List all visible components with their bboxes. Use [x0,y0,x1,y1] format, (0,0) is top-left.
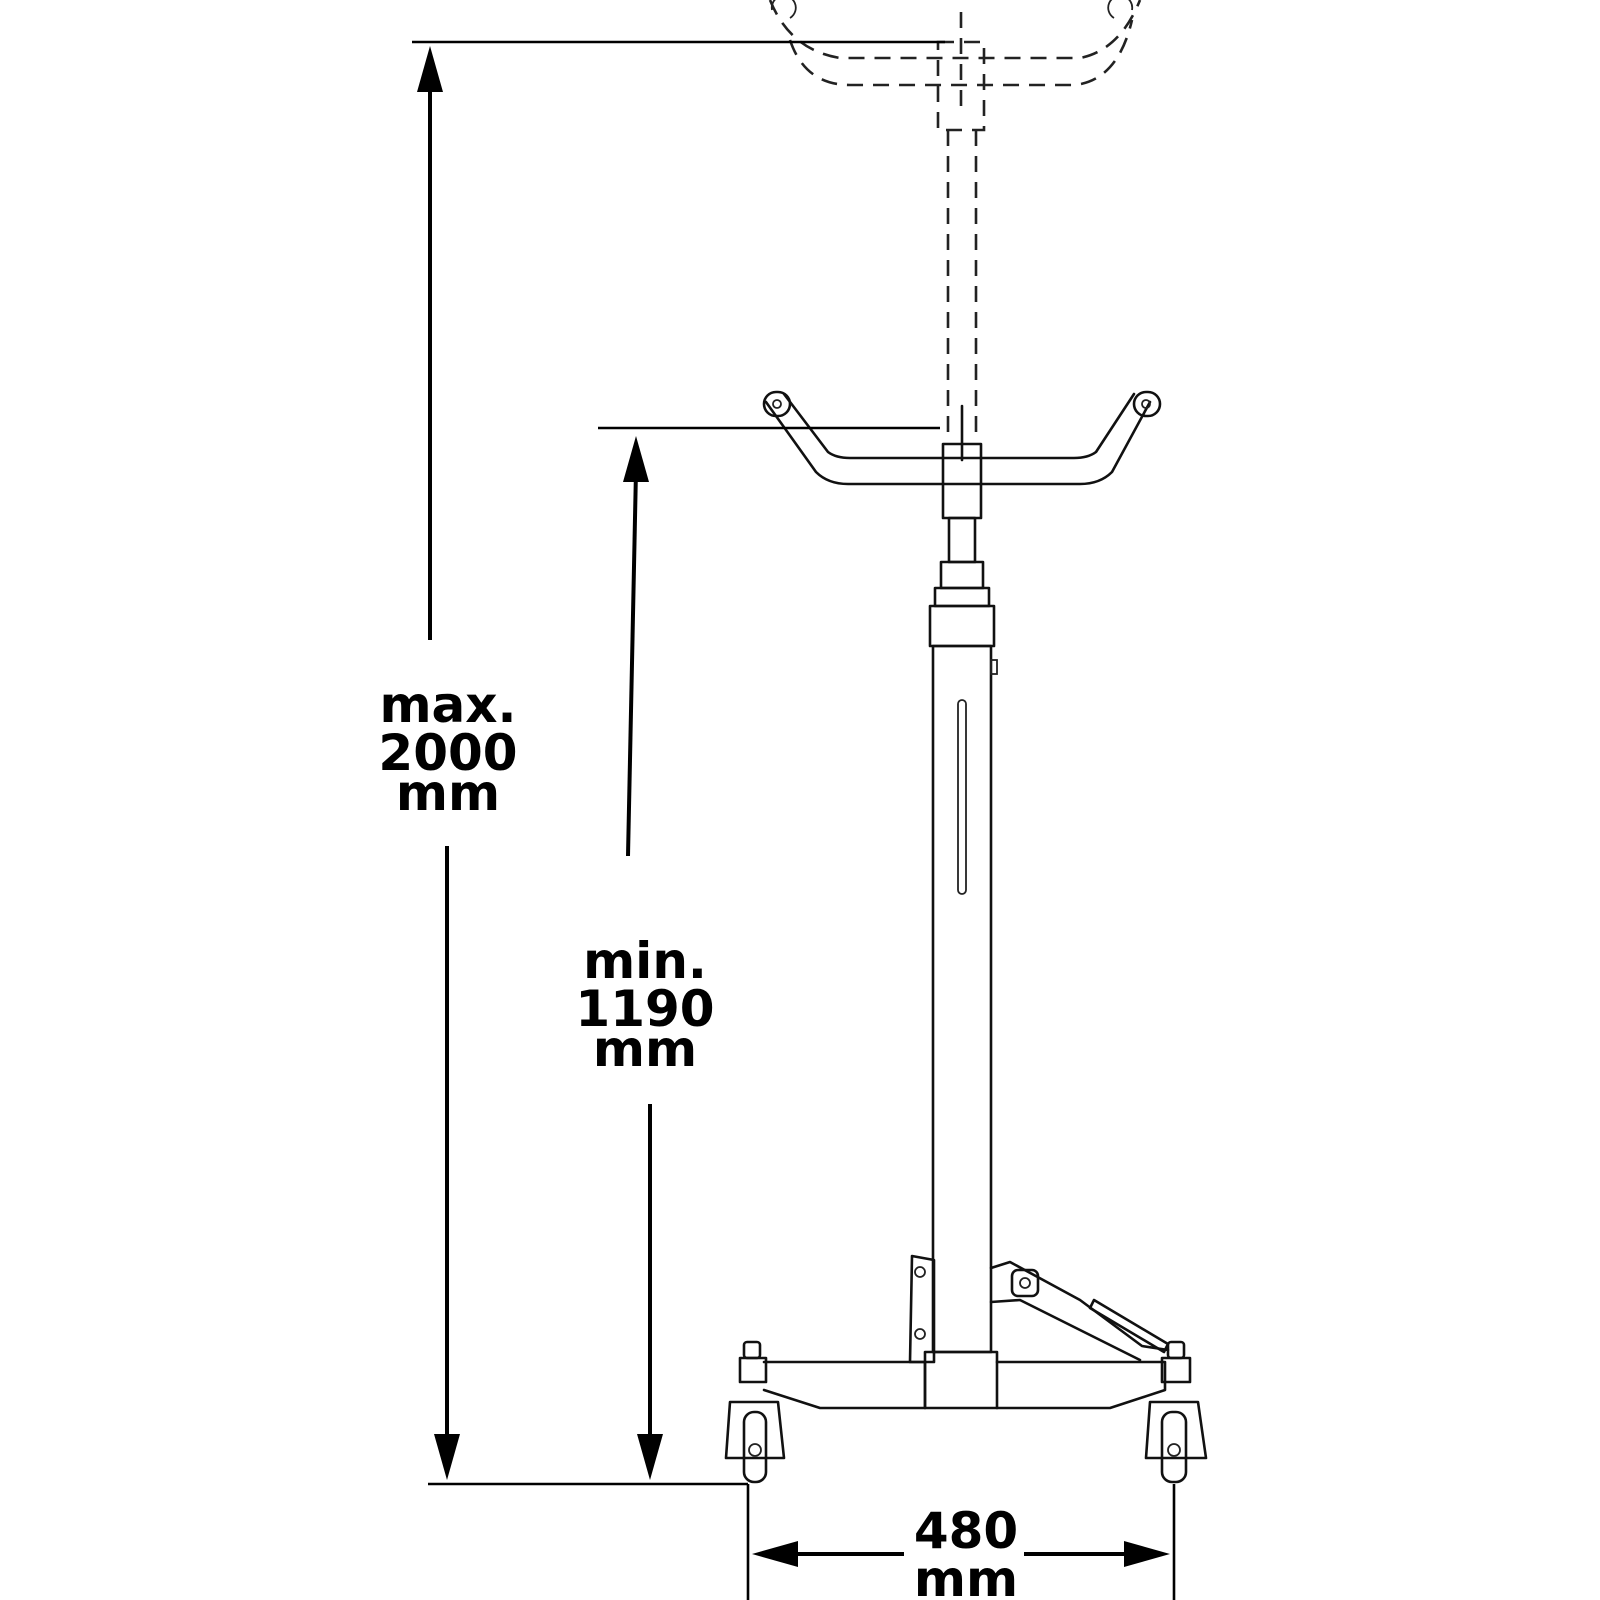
saddle [762,390,1162,520]
min-height-label-3: mm [593,1020,697,1078]
extended-saddle-outline [768,0,1142,132]
min-height-label-2: 1190 [575,980,714,1038]
base-frame [762,1350,1167,1410]
min-height-arrow-down [637,1434,663,1480]
base-width-label-2: mm [914,1550,1018,1600]
min-height-arrow-up [623,436,649,482]
pump-pedal-assembly [908,1254,1170,1364]
base-width-arrow-left [752,1541,798,1567]
main-column [928,604,998,1354]
max-height-arrow-up [417,46,443,92]
max-height-arrow-down [434,1434,460,1480]
max-height-label-1: max. [379,676,516,734]
max-height-dimension [412,40,945,1486]
base-width-arrow-right [1124,1541,1170,1567]
telescopic-ram [933,516,991,608]
max-height-label-3: mm [396,764,500,822]
base-width-label-1: 480 [914,1502,1018,1560]
left-caster [724,1340,786,1484]
extended-ram-outline [946,130,978,440]
max-height-label-2: 2000 [378,724,517,782]
min-height-label-1: min. [583,932,707,990]
min-height-dimension [598,426,940,1480]
right-caster [1144,1340,1208,1484]
base-width-dimension [746,1484,1176,1600]
